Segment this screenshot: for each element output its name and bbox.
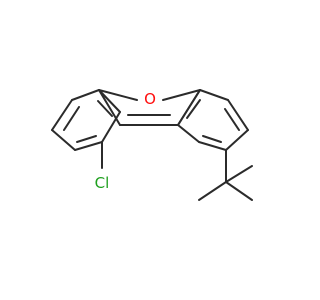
bond xyxy=(225,181,253,201)
oxygen-atom-label: O xyxy=(144,90,156,108)
bond xyxy=(51,99,73,131)
right-benzene-ring xyxy=(177,89,249,151)
bond xyxy=(199,89,229,101)
bond xyxy=(98,89,121,113)
bond xyxy=(51,129,76,151)
double-bond-inner xyxy=(76,135,97,143)
bond xyxy=(198,181,227,201)
double-bond-inner xyxy=(63,106,80,131)
bond xyxy=(71,89,100,101)
bond xyxy=(98,89,138,101)
chlorine-atom-label: Cl xyxy=(95,174,110,192)
bond xyxy=(98,89,121,126)
bond xyxy=(177,124,200,143)
bond xyxy=(162,89,201,101)
double-bond-inner xyxy=(224,108,240,131)
bond xyxy=(225,165,253,183)
left-benzene-ring xyxy=(51,89,121,151)
bond xyxy=(227,99,249,131)
tert-butyl-group xyxy=(198,149,253,201)
bond xyxy=(198,141,227,151)
double-bond-inner xyxy=(186,99,201,119)
bond xyxy=(101,111,121,143)
molecule-canvas: O Cl xyxy=(51,89,253,201)
bond xyxy=(177,89,201,126)
bond xyxy=(225,129,249,151)
structure-diagram: O Cl xyxy=(51,89,253,201)
double-bond-inner xyxy=(202,135,222,143)
double-bond-inner xyxy=(97,100,113,117)
bond xyxy=(74,141,103,151)
